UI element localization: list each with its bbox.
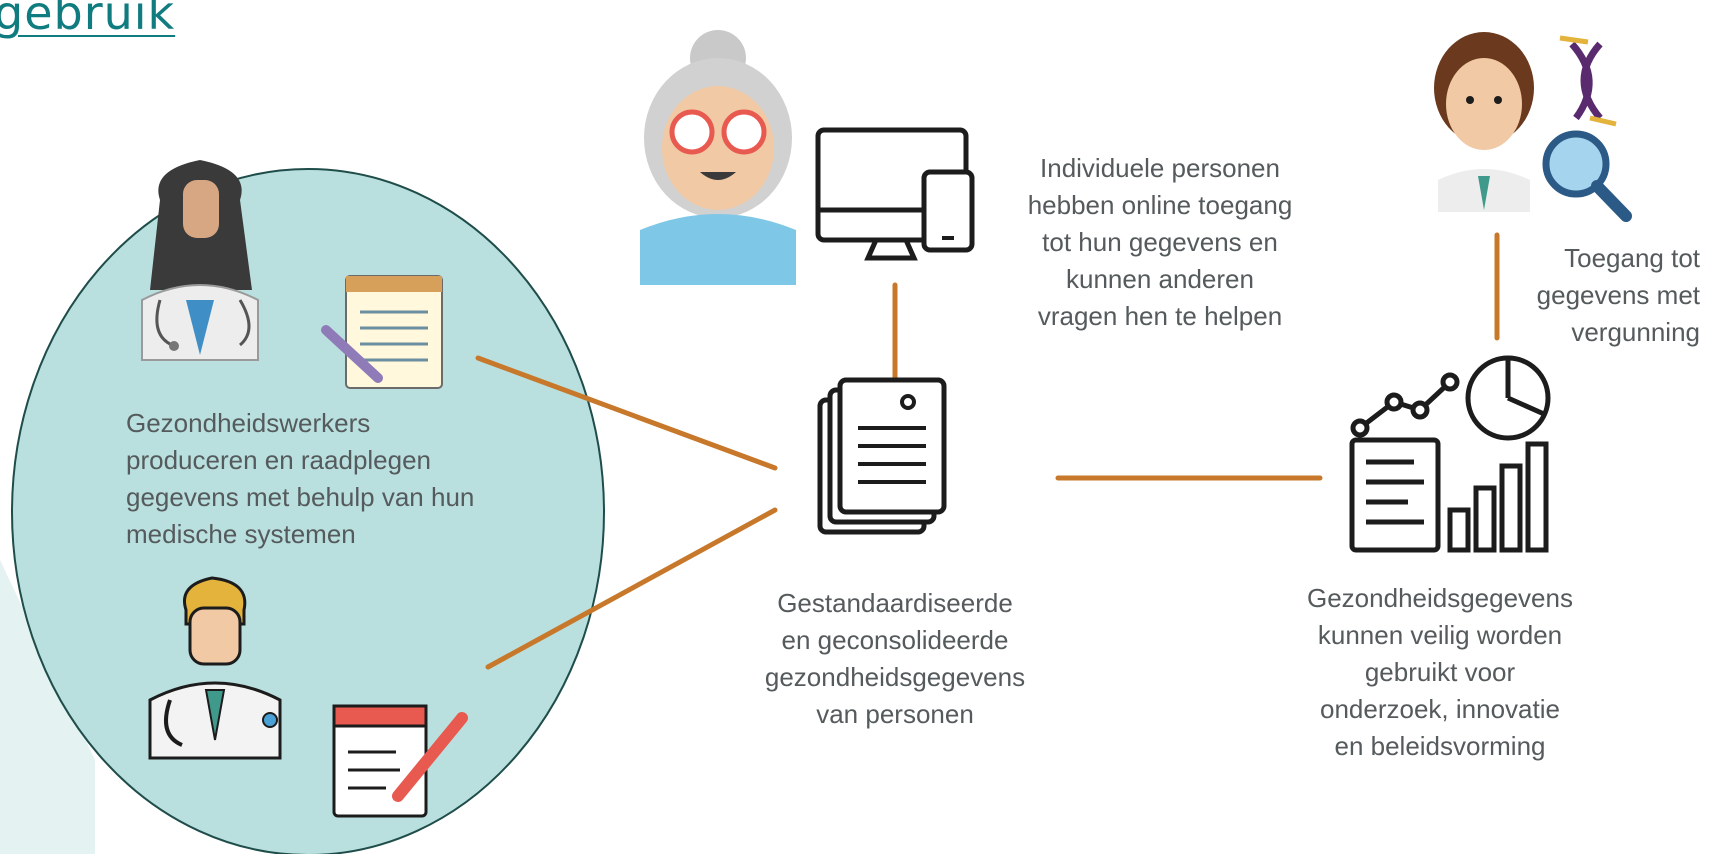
connector-lines bbox=[475, 232, 1500, 670]
calendar-pencil-icon bbox=[332, 704, 468, 818]
elderly-woman-icon bbox=[640, 30, 796, 285]
individuals-caption: Individuele personen hebben online toega… bbox=[1027, 153, 1293, 331]
standardized-data-caption: Gestandaardiseerde en geconsolideerde ge… bbox=[764, 588, 1026, 729]
computer-phone-icon bbox=[815, 127, 975, 261]
notepad-pencil-icon bbox=[321, 275, 443, 389]
connector-workers-bottom bbox=[485, 507, 778, 670]
permit-access-caption: Toegang tot gegevens met vergunning bbox=[1536, 243, 1700, 347]
researcher-icon bbox=[1434, 32, 1534, 212]
magnifier-icon bbox=[1542, 130, 1632, 222]
health-workers-caption: Gezondheidswerkers produceren en raadple… bbox=[126, 408, 475, 549]
male-doctor-icon bbox=[148, 576, 282, 760]
dna-icon bbox=[1559, 35, 1617, 127]
data-analytics-icon bbox=[1349, 355, 1551, 553]
secondary-use-caption: Gezondheidsgegevens kunnen veilig worden… bbox=[1307, 583, 1573, 761]
connector-workers-top bbox=[475, 355, 778, 471]
documents-stack-icon bbox=[817, 377, 947, 535]
female-doctor-icon bbox=[141, 160, 259, 361]
heading-link[interactable]: gebruik bbox=[0, 0, 176, 40]
